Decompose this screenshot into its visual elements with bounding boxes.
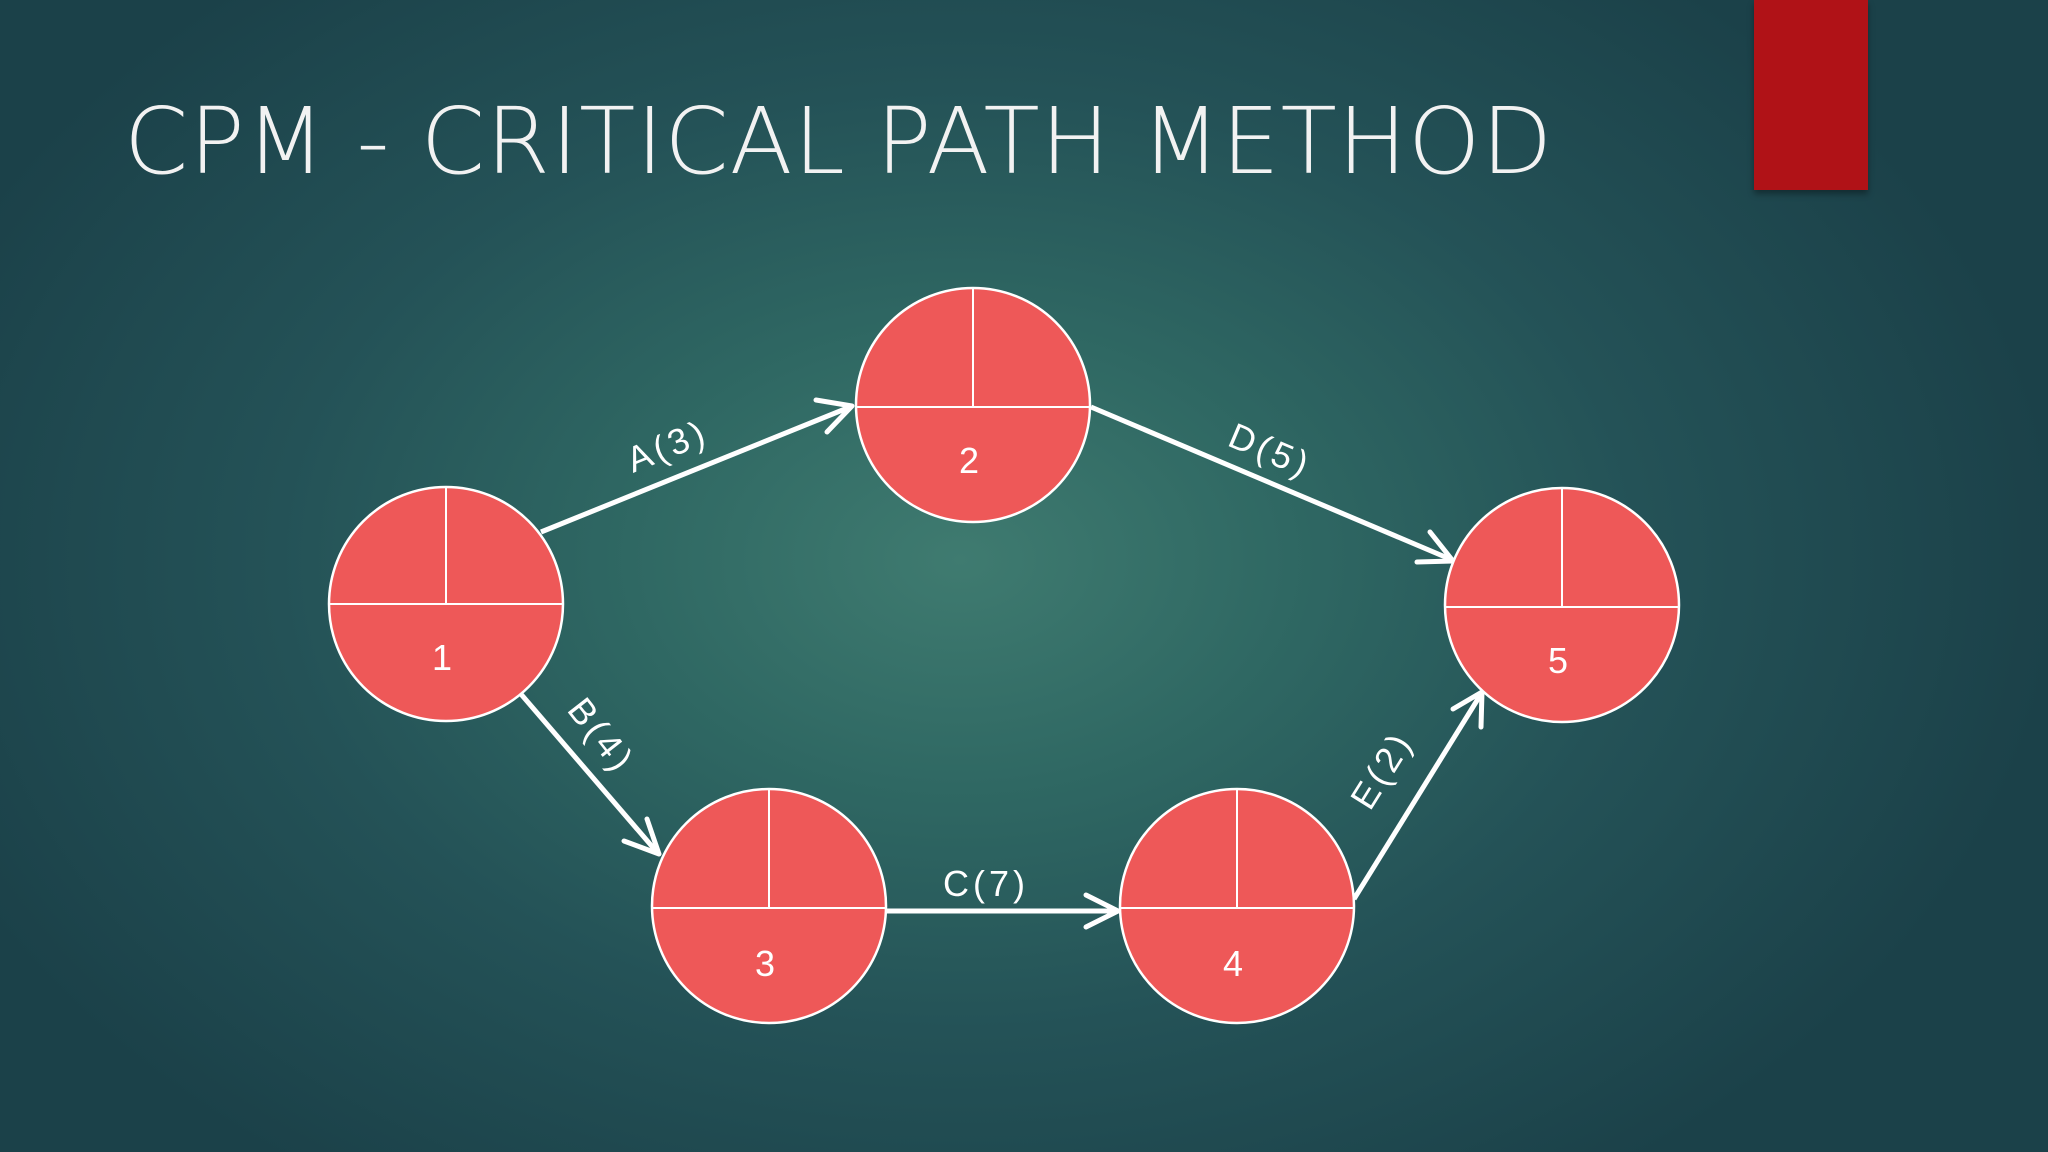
node-2: 2 xyxy=(854,286,1092,524)
slide-title: CPM - CRITICAL PATH METHOD xyxy=(124,88,1554,195)
edge-a: A(3) xyxy=(540,397,855,535)
edge-c: C(7) xyxy=(885,863,1121,930)
accent-bar xyxy=(1754,0,1868,190)
arrow-head-icon xyxy=(813,397,855,435)
node-number: 1 xyxy=(432,637,452,678)
edge-d: D(5) xyxy=(1090,404,1456,565)
node-5: 5 xyxy=(1443,486,1681,724)
edge-label-d: D(5) xyxy=(1223,415,1318,486)
edge-line xyxy=(1090,404,1451,562)
node-1: 1 xyxy=(327,485,565,723)
edge-label-c: C(7) xyxy=(943,863,1029,904)
node-number: 3 xyxy=(755,943,775,984)
node-number: 2 xyxy=(959,440,979,481)
edge-line xyxy=(1351,692,1484,901)
edge-b: B(4) xyxy=(518,690,662,857)
node-number: 4 xyxy=(1223,943,1243,984)
edge-label-b: B(4) xyxy=(560,690,644,781)
edge-label-e: E(2) xyxy=(1342,723,1421,816)
arrow-head-icon xyxy=(621,816,662,857)
arrow-head-icon xyxy=(1450,689,1485,730)
node-3: 3 xyxy=(650,787,888,1025)
edge-line xyxy=(540,404,851,535)
edge-e: E(2) xyxy=(1342,689,1485,901)
node-4: 4 xyxy=(1118,787,1356,1025)
edge-line xyxy=(518,691,658,853)
arrow-head-icon xyxy=(1083,892,1121,930)
node-number: 5 xyxy=(1548,640,1568,681)
